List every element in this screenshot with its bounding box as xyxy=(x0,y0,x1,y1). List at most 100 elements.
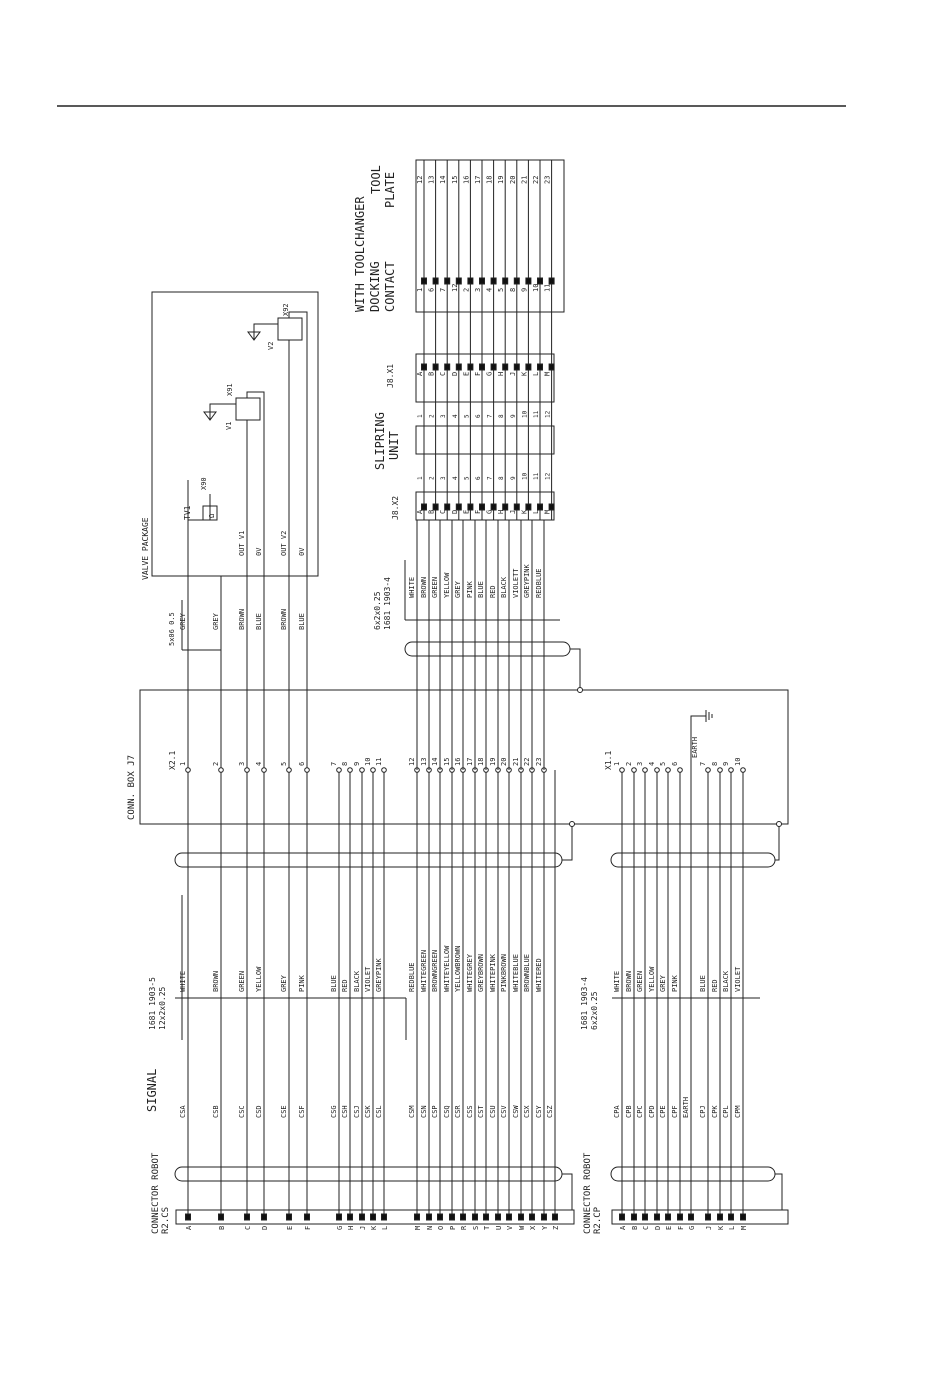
conn-box-pin-number: 8 xyxy=(341,762,349,766)
cp-signal-name: CPM xyxy=(734,1105,742,1118)
slipring-in-number: 12 xyxy=(545,472,552,480)
upper-wire-color: GREYPINK xyxy=(523,563,531,598)
conn-box-terminal xyxy=(619,767,625,773)
cp-signal-name: CPK xyxy=(711,1105,719,1118)
j8x1-pin xyxy=(479,363,485,371)
j8x2-pin xyxy=(513,503,520,511)
cs-signal-name: CSF xyxy=(298,1105,306,1118)
docking-title: DOCKING xyxy=(368,261,382,312)
j8x1-pin-letter: H xyxy=(497,372,505,376)
conn-box-pin-number: 3 xyxy=(238,762,246,766)
cable-6x2-lower-part: 1681 1903-4 xyxy=(580,977,589,1030)
cs-signal-name: CSE xyxy=(280,1105,288,1118)
drain-upper xyxy=(570,648,581,690)
docking-pin xyxy=(537,277,543,285)
v1-label: V1 xyxy=(225,422,233,430)
j8x1-pin-letter: K xyxy=(520,371,528,376)
r2cs-pin-letter: D xyxy=(261,1226,269,1230)
j8x1-block xyxy=(415,353,555,403)
cp-wire-color: GREEN xyxy=(636,971,644,992)
docking-pin xyxy=(432,277,439,285)
conn-box-pin-number: 9 xyxy=(353,762,361,766)
slipring-out-number: 11 xyxy=(533,410,540,418)
cs-wire-color: BROWNGREEN xyxy=(431,950,439,992)
r2cs-pin xyxy=(347,1213,353,1221)
conn-box-pin-number: 16 xyxy=(454,758,462,766)
conn-box-terminal xyxy=(717,767,723,773)
slipring-in-number: 9 xyxy=(510,476,517,480)
r2cp-pin-letter: J xyxy=(705,1226,713,1230)
j8x2-pin-letter: D xyxy=(451,510,459,514)
j8x2-pin xyxy=(525,503,532,511)
cs-wire-color: PINKBROWN xyxy=(500,954,508,992)
cs-signal-name: CST xyxy=(477,1105,485,1118)
conn-box-pin-number: 11 xyxy=(375,758,383,766)
j8x2-pin-letter: F xyxy=(474,510,482,514)
conn-box-terminal xyxy=(381,767,387,773)
conn-box-title: CONN. BOX J7 xyxy=(127,755,137,820)
conn-box-pin-number: 2 xyxy=(625,762,633,766)
docking-number: 11 xyxy=(544,284,552,292)
drain-lower-left xyxy=(562,824,573,861)
cs-signal-name: CSN xyxy=(420,1105,428,1118)
slipring-out-number: 6 xyxy=(475,414,482,418)
drain-r2cs xyxy=(562,1173,573,1210)
conn-box-pin-number: 3 xyxy=(636,762,644,766)
drain-r2cp xyxy=(775,1173,783,1210)
r2cs-pin-letter: E xyxy=(286,1226,294,1230)
cs-wire-color: YELLOWBROWN xyxy=(454,946,462,992)
r2cs-pin xyxy=(529,1213,535,1221)
j8x1-pin xyxy=(513,363,520,371)
conn-box-terminal xyxy=(359,767,365,773)
j8x1-pin-letter: L xyxy=(532,372,540,376)
tool-plate-number: 19 xyxy=(497,176,505,184)
r2cs-pin xyxy=(244,1213,250,1221)
cs-signal-name: CSU xyxy=(489,1105,497,1118)
conn-box-pin-number: 2 xyxy=(212,762,220,766)
cs-wire-color: BLACK xyxy=(353,970,361,992)
cp-wire-color: RED xyxy=(711,979,719,992)
j8x2-pin-letter: B xyxy=(428,510,436,514)
r2cs-pin xyxy=(518,1213,524,1221)
conn-box-terminal xyxy=(370,767,376,773)
cp-signal-name: CPL xyxy=(722,1105,730,1118)
x92-label: X92 xyxy=(282,303,290,316)
upper-wire-color: GREY xyxy=(454,580,462,598)
cs-signal-name: CSV xyxy=(500,1105,508,1118)
cs-signal-name: CSM xyxy=(408,1105,416,1118)
cs-signal-name: CSY xyxy=(535,1105,543,1118)
cs-wire-color: WHITEGREEN xyxy=(420,950,428,992)
conn-box-pin-number: 23 xyxy=(535,758,543,766)
connector-r2cs-title: CONNECTOR ROBOT xyxy=(151,1152,161,1234)
j8x1-pin-letter: A xyxy=(416,371,424,376)
valve-wire-function: 0V xyxy=(298,547,306,556)
docking-pin xyxy=(467,277,474,285)
tv1-glyph: Ω xyxy=(208,514,216,518)
r2cs-pin xyxy=(359,1213,365,1221)
cs-wire-color: VIOLET xyxy=(364,966,372,992)
r2cs-pin-letter: Y xyxy=(541,1225,549,1230)
r2cs-pin-letter: Z xyxy=(552,1226,560,1230)
slipring-out-number: 8 xyxy=(498,414,505,418)
r2cs-pin xyxy=(370,1213,376,1221)
j8x1-pin xyxy=(467,363,474,371)
upper-wire-color: REDBLUE xyxy=(535,568,543,598)
with-toolchanger-title: WITH TOOLCHANGER xyxy=(353,196,367,312)
conn-box-pin-number: 5 xyxy=(280,762,288,766)
j8x1-pin-letter: G xyxy=(486,372,494,376)
j8x1-label: J8.X1 xyxy=(386,364,395,388)
cs-wire-color: WHITEGREY xyxy=(466,953,474,992)
cable-6x2-lower-spec: 6x2x0.25 xyxy=(590,991,599,1030)
docking-number: 12 xyxy=(451,284,459,292)
j8x2-pin xyxy=(432,503,439,511)
cs-signal-name: CSP xyxy=(431,1105,439,1118)
r2cs-pin xyxy=(286,1213,292,1221)
tool-plate-number: 16 xyxy=(462,176,470,184)
conn-box-terminal xyxy=(665,767,671,773)
r2cp-pin xyxy=(728,1213,734,1221)
conn-box-pin-number: 6 xyxy=(298,762,306,766)
r2cp-pin xyxy=(688,1213,694,1221)
r2cs-pin-letter: U xyxy=(495,1226,503,1230)
cs-wire-color: WHITE xyxy=(179,971,187,992)
